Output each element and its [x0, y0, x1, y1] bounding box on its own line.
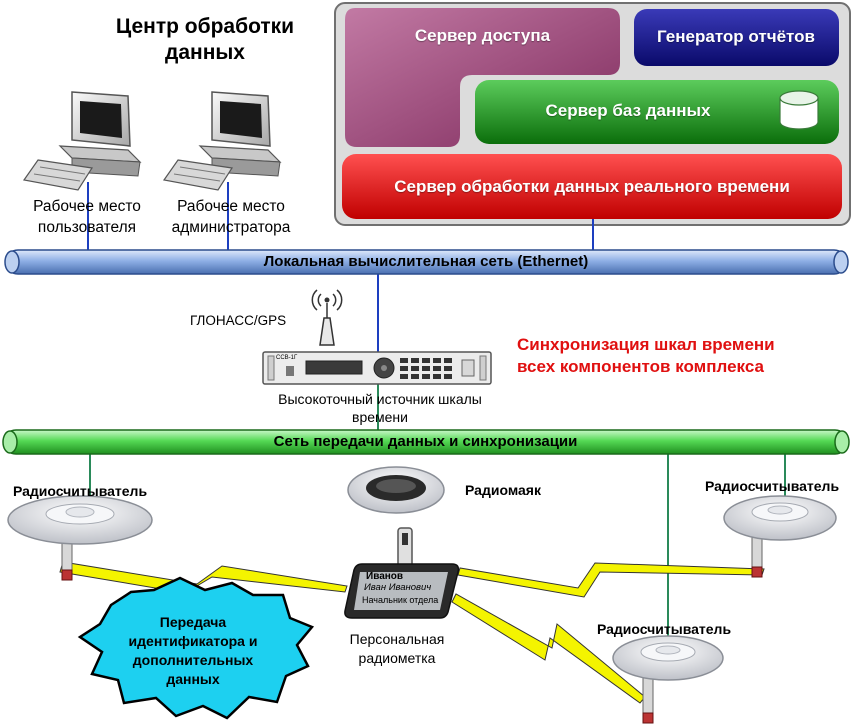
lightning-right [457, 562, 765, 598]
access-server-box [345, 8, 620, 147]
database-icon [779, 90, 819, 130]
reader-bottom-label: Радиосчитыватель [596, 621, 732, 637]
beacon-icon [347, 466, 445, 514]
time-source-device [262, 351, 492, 385]
workstation-admin-icon [162, 91, 282, 191]
sync-note: Синхронизация шкал времени всех компонен… [517, 335, 775, 376]
badge-screen: Иванов Иван Иванович Начальник отдела [358, 571, 452, 611]
radio-tag-icon [344, 527, 460, 619]
realtime-server-box [342, 154, 842, 219]
reader-right-icon [723, 495, 837, 578]
burst-label: Передача идентификатора и дополнительных… [128, 614, 258, 687]
sync-bus [2, 429, 850, 455]
lan-label: Локальная вычислительная сеть (Ethernet) [263, 253, 589, 270]
workstation-user-icon [22, 91, 142, 191]
access-server-label: Сервер доступа [414, 26, 551, 46]
beacon-label: Радиомаяк [465, 482, 541, 498]
data-transfer-burst [77, 576, 315, 720]
reader-bottom-icon [612, 635, 724, 724]
reader-right-label: Радиосчитыватель [704, 478, 840, 494]
database-server-label: Сервер баз данных [545, 101, 711, 121]
reader-left-label: Радиосчитыватель [12, 483, 148, 499]
device-model-label: CCB-1Г [276, 355, 298, 361]
badge-fullname: Иван Иванович [364, 582, 432, 593]
radio-tag-label: Персональная радиометка [349, 631, 445, 666]
sync-network-label: Сеть передачи данных и синхронизации [273, 433, 578, 450]
report-generator-box [634, 9, 839, 66]
gps-label: ГЛОНАСС/GPS [190, 313, 287, 328]
badge-position: Начальник отдела [362, 595, 439, 605]
page-title: Центр обработки данных [115, 15, 295, 64]
realtime-server-label: Сервер обработки данных реального времен… [394, 177, 790, 197]
lightning-bottom [451, 593, 646, 704]
antenna-icon [311, 289, 343, 346]
database-server-box [475, 80, 839, 144]
workstation-admin-label: Рабочее место администратора [171, 198, 291, 236]
reader-left-icon [7, 495, 153, 581]
workstation-user-label: Рабочее место пользователя [33, 198, 141, 236]
report-generator-label: Генератор отчётов [657, 27, 815, 47]
time-source-label: Высокоточный источник шкалы времени [278, 391, 482, 425]
lan-bus [4, 249, 849, 275]
badge-name: Иванов [366, 571, 404, 582]
